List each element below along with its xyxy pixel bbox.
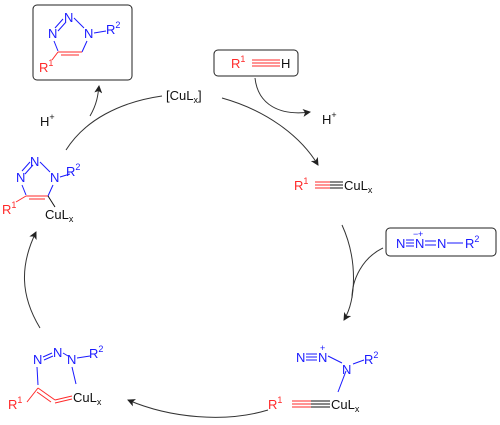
alkyne-triple-bond bbox=[252, 59, 280, 67]
azide-n2-charge: + bbox=[418, 229, 423, 239]
product-r1: R1 bbox=[39, 58, 53, 75]
proton-right: H+ bbox=[322, 110, 337, 127]
alkyne-entry-arrow bbox=[254, 77, 311, 117]
acetylide-r1: R1 bbox=[294, 176, 308, 193]
complex-copper: CuLx bbox=[331, 397, 360, 414]
alkyne-reagent-box bbox=[213, 49, 299, 77]
triazolide-n-bonds bbox=[21, 161, 71, 197]
product-n1: N bbox=[48, 26, 57, 41]
product-r2: R2 bbox=[106, 20, 120, 37]
azide-n3: N bbox=[437, 236, 446, 251]
copper-metallacycle: N N N R2 R1 CuLx bbox=[8, 344, 103, 412]
complex-triple-bond bbox=[292, 400, 330, 408]
complex-r2: R2 bbox=[364, 350, 378, 367]
triazolide-n2: N bbox=[30, 154, 39, 169]
triazole-product: N N N R2 R1 bbox=[32, 4, 133, 81]
triazolide-n3: N bbox=[50, 170, 59, 185]
alkyne-r1: R1 bbox=[231, 54, 245, 71]
arrow-acetylide-to-complex bbox=[341, 224, 354, 321]
metallacycle-n-bonds bbox=[36, 352, 91, 386]
metallacycle-n3: N bbox=[67, 352, 76, 367]
metallacycle-n2: N bbox=[53, 345, 62, 360]
product-n3: N bbox=[84, 26, 93, 41]
complex-n-bonds bbox=[306, 353, 365, 393]
arrow-metallacycle-to-triazolide bbox=[23, 231, 41, 329]
proton-left: H+ bbox=[40, 112, 55, 129]
azide-n1: N bbox=[396, 236, 405, 251]
azide-r2: R2 bbox=[465, 234, 479, 251]
complex-n-mid-charge: + bbox=[320, 343, 325, 353]
triazolide-copper: CuLx bbox=[45, 207, 74, 224]
complex-n-top: N bbox=[296, 350, 305, 365]
metallacycle-carbon-bonds bbox=[26, 387, 73, 404]
copper-triazolide: N N N R2 R1 CuLx bbox=[2, 154, 80, 224]
acetylide-triple-bond bbox=[315, 181, 343, 189]
complex-r1: R1 bbox=[268, 395, 282, 412]
triazolide-n1: N bbox=[16, 170, 25, 185]
product-box bbox=[32, 4, 133, 81]
complex-n-sub: N bbox=[342, 362, 351, 377]
triazolide-r2: R2 bbox=[66, 162, 80, 179]
metallacycle-r2: R2 bbox=[89, 344, 103, 361]
complex-n-mid: N bbox=[318, 350, 327, 365]
copper-acetylide: R1 CuLx bbox=[294, 176, 373, 195]
product-n2: N bbox=[64, 10, 73, 25]
azide-reagent-box bbox=[385, 227, 497, 257]
azide-entry-arrow bbox=[351, 247, 384, 299]
metallacycle-copper: CuLx bbox=[73, 390, 102, 407]
arrow-complex-to-metallacycle bbox=[127, 399, 269, 418]
azide-acetylide-complex: N N + N R2 R1 CuLx bbox=[268, 343, 378, 414]
product-n-bonds bbox=[53, 17, 107, 53]
triazolide-carbon-bonds bbox=[15, 195, 48, 203]
product-carbon-bonds bbox=[51, 51, 82, 61]
alkyne-h: H bbox=[281, 56, 290, 71]
metallacycle-r1: R1 bbox=[8, 395, 22, 412]
cycle-arrows bbox=[23, 77, 384, 418]
arrow-triazolide-to-catalyst bbox=[65, 95, 163, 151]
triazolide-r1: R1 bbox=[2, 200, 16, 217]
product-exit-arrow bbox=[89, 85, 103, 117]
metallacycle-n1: N bbox=[33, 352, 42, 367]
azide-reagent: N − N + N R2 bbox=[385, 227, 497, 257]
azide-n1-charge: − bbox=[413, 229, 418, 239]
triazolide-cu-bond bbox=[47, 195, 56, 208]
acetylide-copper: CuLx bbox=[344, 178, 373, 195]
alkyne-reagent: R1 H bbox=[213, 49, 299, 77]
azide-bonds bbox=[406, 239, 463, 247]
arrow-catalyst-to-acetylide bbox=[221, 97, 319, 166]
azide-n2: N bbox=[415, 236, 424, 251]
catalyst-label: [CuLx] bbox=[166, 88, 202, 105]
